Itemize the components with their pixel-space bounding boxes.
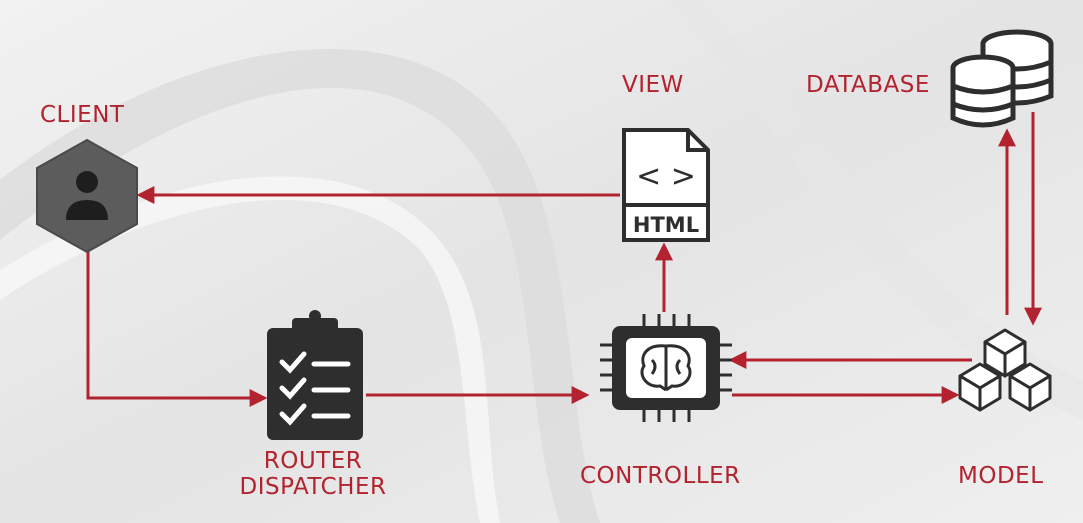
user-icon <box>36 138 138 254</box>
router-label-line2: DISPATCHER <box>239 474 387 500</box>
arrow-client-to-router <box>86 245 268 407</box>
clipboard-checklist-icon <box>267 310 363 440</box>
view-label: VIEW <box>622 72 684 98</box>
ai-chip-icon <box>600 314 732 422</box>
database-icon <box>950 29 1054 128</box>
flow-arrows <box>86 112 1042 407</box>
controller-label: CONTROLLER <box>580 463 741 489</box>
router-dispatcher-label: ROUTER DISPATCHER <box>228 448 398 500</box>
cubes-icon <box>958 328 1052 412</box>
database-label: DATABASE <box>806 72 930 98</box>
html-badge: HTML <box>633 213 699 237</box>
html-file-icon: < > HTML <box>622 128 710 242</box>
router-label-line1: ROUTER <box>263 448 363 474</box>
client-label: CLIENT <box>40 102 125 128</box>
model-label: MODEL <box>958 463 1044 489</box>
code-brackets: < > <box>636 159 696 194</box>
